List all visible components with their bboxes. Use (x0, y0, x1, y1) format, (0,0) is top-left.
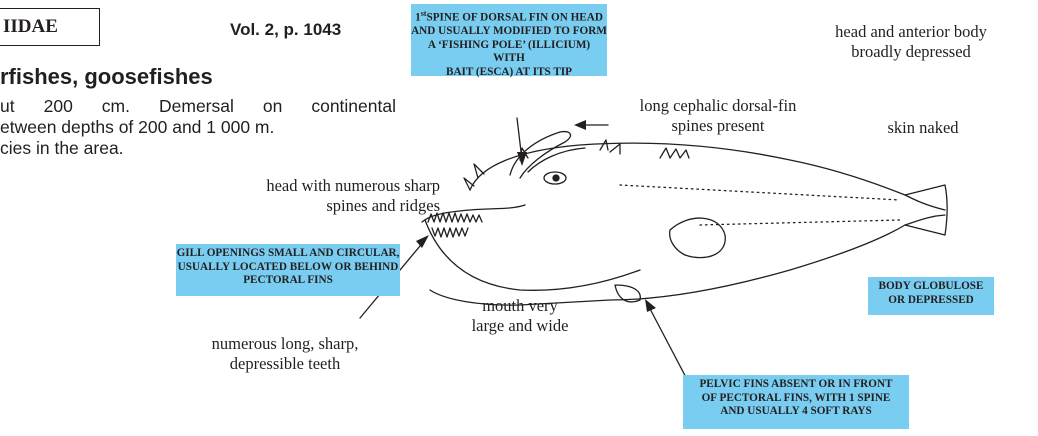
arrowhead-pelvic (645, 299, 656, 312)
callout-text: BAIT (ESCA) AT ITS TIP (411, 66, 607, 80)
callout-gill-openings: GILL OPENINGS SMALL AND CIRCULAR, USUALL… (176, 244, 400, 296)
label-long-spines: long cephalic dorsal-fin spines present (598, 96, 838, 136)
callout-text: SPINE OF DORSAL FIN ON HEAD (426, 12, 602, 24)
label-line: spines present (598, 116, 838, 136)
label-line: head and anterior body (796, 22, 1026, 42)
label-skin: skin naked (858, 118, 988, 138)
callout-text: USUALLY LOCATED BELOW OR BEHIND (176, 261, 400, 275)
lower-teeth (432, 228, 468, 237)
lateral-line (620, 185, 900, 200)
callout-text: AND USUALLY 4 SOFT RAYS (683, 405, 909, 419)
label-mouth: mouth very large and wide (445, 296, 595, 336)
pupil (553, 175, 559, 181)
callout-text: AND USUALLY MODIFIED TO FORM (411, 25, 607, 39)
label-line: broadly depressed (796, 42, 1026, 62)
label-teeth: numerous long, sharp, depressible teeth (180, 334, 390, 374)
label-line: head with numerous sharp (190, 176, 440, 196)
label-line: long cephalic dorsal-fin (598, 96, 838, 116)
callout-text: GILL OPENINGS SMALL AND CIRCULAR, (176, 247, 400, 261)
callout-text: BODY GLOBULOSE (868, 280, 994, 294)
callout-text: PELVIC FINS ABSENT OR IN FRONT (683, 378, 909, 392)
label-line: depressible teeth (180, 354, 390, 374)
label-line: spines and ridges (190, 196, 440, 216)
callout-illicium: 1stSPINE OF DORSAL FIN ON HEAD AND USUAL… (411, 4, 607, 76)
callout-text: PECTORAL FINS (176, 274, 400, 288)
callout-text: A ‘FISHING POLE’ (ILLICIUM) WITH (411, 39, 607, 66)
dorsal-spines (660, 148, 689, 158)
label-line: mouth very (445, 296, 595, 316)
label-line: numerous long, sharp, (180, 334, 390, 354)
label-head-body: head and anterior body broadly depressed (796, 22, 1026, 62)
callout-text: OR DEPRESSED (868, 294, 994, 308)
callout-pelvic-fins: PELVIC FINS ABSENT OR IN FRONT OF PECTOR… (683, 375, 909, 429)
lateral-line-2 (700, 220, 900, 225)
pointer-pelvic (648, 305, 690, 385)
arrowhead-long-spines (574, 120, 586, 130)
caudal-fin (905, 195, 945, 225)
head-spines (464, 140, 620, 190)
arrowhead-teeth (416, 235, 429, 248)
callout-text: OF PECTORAL FINS, WITH 1 SPINE (683, 392, 909, 406)
callout-body-shape: BODY GLOBULOSE OR DEPRESSED (868, 277, 994, 315)
label-head-spines: head with numerous sharp spines and ridg… (190, 176, 440, 216)
label-line: large and wide (445, 316, 595, 336)
